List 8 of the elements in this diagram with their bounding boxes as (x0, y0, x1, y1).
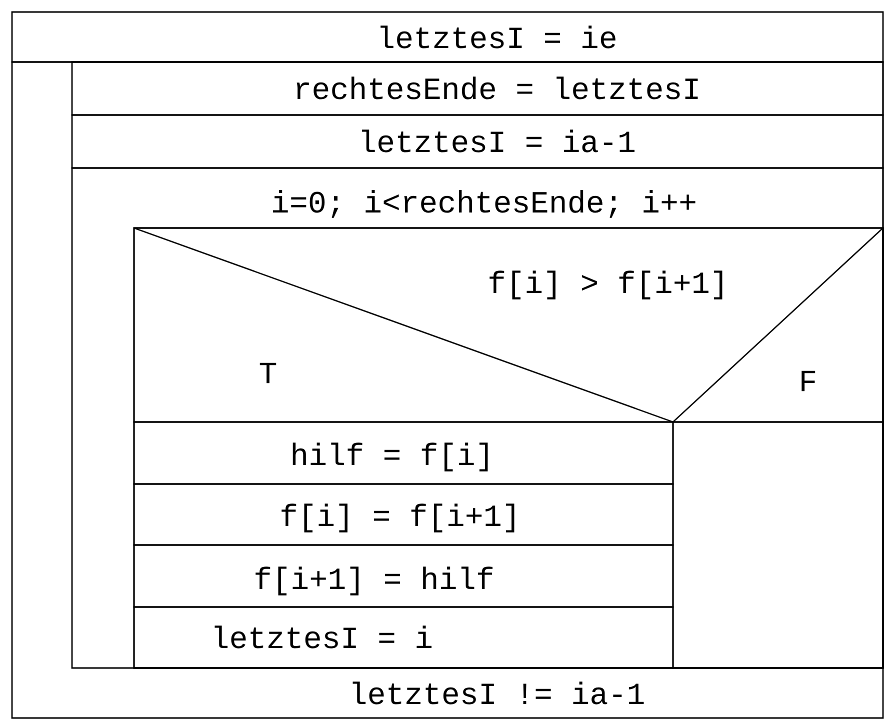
process-box: f[i+1] = hilf (133, 544, 674, 608)
process-box: f[i] = f[i+1] (133, 483, 674, 546)
process-box: letztesI = ia-1 (71, 114, 884, 169)
process-box: rechtesEnde = letztesI (71, 61, 884, 116)
process-box: letztesI = i (133, 606, 674, 669)
process-box: letztesI = ie (11, 11, 884, 63)
empty-branch-box (672, 421, 884, 669)
process-box: hilf = f[i] (133, 421, 674, 485)
